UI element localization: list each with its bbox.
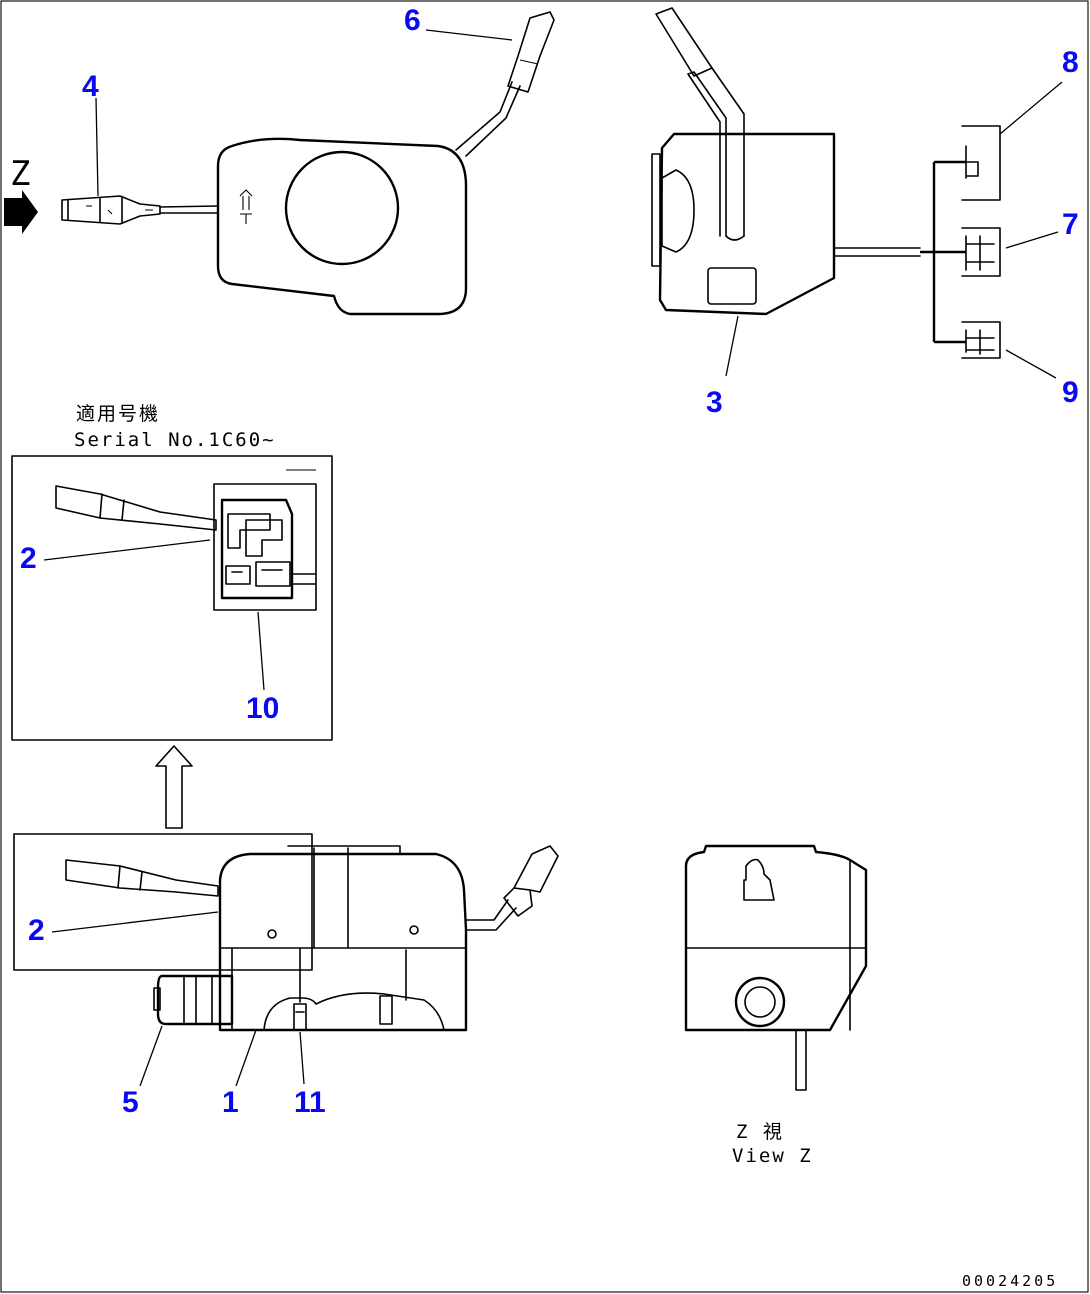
serial-note-line2: Serial No.1C60~ xyxy=(74,429,276,451)
switch-front-view: Z xyxy=(4,11,555,316)
view-z-label-line2: View Z xyxy=(732,1145,813,1167)
steering-hole xyxy=(284,150,400,266)
turn-signal-lever xyxy=(61,195,161,225)
z-view-arrow-icon xyxy=(4,190,38,234)
switch-body xyxy=(216,137,468,316)
harness-branches xyxy=(920,160,966,344)
detail-frame xyxy=(11,455,333,741)
headlamp-symbol-icon xyxy=(239,189,253,224)
knob-5 xyxy=(156,974,234,1026)
callout-numbers: 6 4 8 7 9 3 2 10 2 5 1 11 xyxy=(20,4,1079,1119)
bottom-lever-knob xyxy=(513,845,559,893)
connector-8 xyxy=(961,125,1001,201)
callout-7: 7 xyxy=(1062,208,1079,241)
view-z-body xyxy=(684,844,868,1032)
callout-8: 8 xyxy=(1062,46,1079,79)
screw-11 xyxy=(293,1003,307,1031)
side-body xyxy=(658,132,836,316)
up-arrow-icon xyxy=(155,745,193,829)
side-lever-knob xyxy=(655,7,713,77)
detail-box xyxy=(11,455,333,741)
key-slot-icon xyxy=(743,858,775,901)
z-view-letter: Z xyxy=(10,154,30,194)
lever-shaft xyxy=(159,205,219,214)
switch-bottom-view xyxy=(13,833,559,1032)
view-z-drawing xyxy=(684,844,868,1091)
leader-lines xyxy=(43,29,1063,1087)
callout-3: 3 xyxy=(706,386,723,419)
switch-side-view xyxy=(651,7,1001,359)
serial-note-line1: 適用号機 xyxy=(76,403,160,425)
detail-switch-block xyxy=(220,498,294,600)
harness-cable xyxy=(833,247,921,257)
callout-6: 6 xyxy=(404,4,421,37)
wiper-lever-shaft xyxy=(455,81,521,157)
callout-9: 9 xyxy=(1062,376,1079,409)
document-id: 00024205 xyxy=(962,1272,1058,1290)
callout-2-detail: 2 xyxy=(20,542,37,575)
callout-2: 2 xyxy=(28,914,45,947)
highlight-frame xyxy=(13,833,313,971)
connector-9 xyxy=(961,321,1001,359)
view-z-knob xyxy=(734,976,786,1028)
wiper-lever-knob xyxy=(507,11,555,93)
callout-4: 4 xyxy=(82,70,99,103)
view-z-label-line1: Z 視 xyxy=(736,1121,784,1143)
callout-5: 5 xyxy=(122,1086,139,1119)
detail-lever xyxy=(55,485,217,531)
side-label-plate xyxy=(707,267,757,305)
column-cover xyxy=(218,852,468,1032)
callout-10: 10 xyxy=(246,692,279,725)
view-z-cable xyxy=(795,1029,807,1091)
bottom-lever xyxy=(65,859,219,897)
connector-7 xyxy=(961,227,1001,277)
callout-11: 11 xyxy=(294,1086,326,1119)
callout-1: 1 xyxy=(222,1086,239,1119)
